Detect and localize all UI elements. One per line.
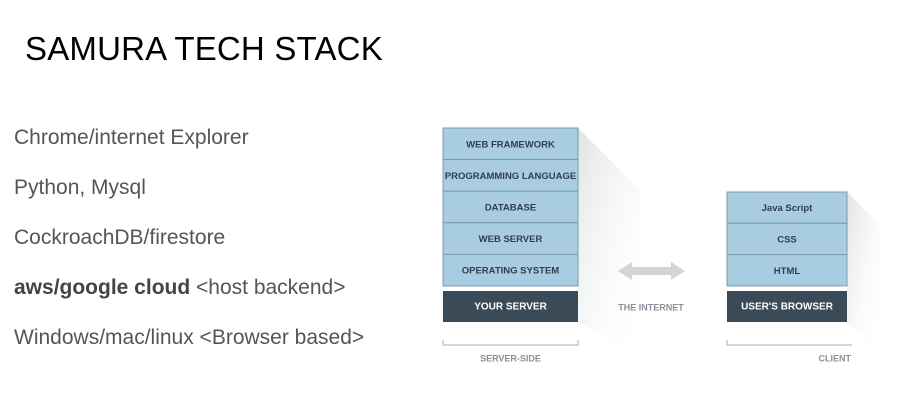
server-layer-box bbox=[442, 190, 579, 224]
client-layer-label: HTML bbox=[774, 266, 801, 277]
client-layer-box bbox=[726, 254, 848, 287]
server-layer-label: OPERATING SYSTEM bbox=[462, 266, 560, 277]
server-stack: WEB FRAMEWORK PROGRAMMING LANGUAGE DATABAS… bbox=[442, 127, 640, 363]
bullet-item: Windows/mac/linux <Browser based> bbox=[14, 326, 365, 349]
server-layer-label: DATABASE bbox=[485, 203, 536, 214]
server-layer-label: WEB FRAMEWORK bbox=[466, 139, 555, 150]
server-base-label: YOUR SERVER bbox=[474, 302, 547, 313]
client-base-label: USER'S BROWSER bbox=[741, 302, 834, 313]
client-stack-shadow bbox=[847, 192, 880, 355]
internet-connection: THE INTERNET bbox=[618, 262, 685, 312]
bullet-item: aws/google cloud <host backend> bbox=[14, 276, 346, 299]
bullet-list: Chrome/internet Explorer Python, Mysql C… bbox=[14, 126, 364, 376]
client-layer-label: CSS bbox=[777, 234, 797, 245]
slide-title: SAMURA TECH STACK bbox=[25, 30, 383, 67]
client-side-bracket bbox=[726, 340, 852, 346]
bullet-item: Python, Mysql bbox=[14, 176, 146, 199]
client-layer-label: Java Script bbox=[762, 203, 814, 214]
double-arrow-icon bbox=[618, 262, 685, 280]
bullet-item: Chrome/internet Explorer bbox=[14, 126, 249, 149]
client-base: USER'S BROWSER bbox=[727, 291, 847, 322]
client-side-caption: CLIENT bbox=[819, 353, 852, 363]
server-side-bracket bbox=[442, 340, 579, 346]
server-layer-label: WEB SERVER bbox=[479, 234, 543, 245]
server-layer-box bbox=[442, 127, 579, 161]
server-layer-box bbox=[442, 159, 579, 192]
server-stack-shadow bbox=[578, 128, 640, 355]
server-side-caption: SERVER-SIDE bbox=[480, 353, 541, 363]
server-layer-box bbox=[442, 253, 579, 287]
client-layer-box bbox=[726, 191, 848, 224]
server-layers: WEB FRAMEWORK PROGRAMMING LANGUAGE DATABAS… bbox=[442, 127, 579, 287]
server-layer-box bbox=[442, 222, 579, 255]
bullet-item: CockroachDB/firestore bbox=[14, 226, 226, 249]
server-base: YOUR SERVER bbox=[443, 291, 578, 322]
internet-label: THE INTERNET bbox=[618, 302, 684, 312]
server-base-box bbox=[443, 291, 578, 322]
server-layer-label: PROGRAMMING LANGUAGE bbox=[445, 171, 576, 182]
client-base-box bbox=[727, 291, 847, 322]
